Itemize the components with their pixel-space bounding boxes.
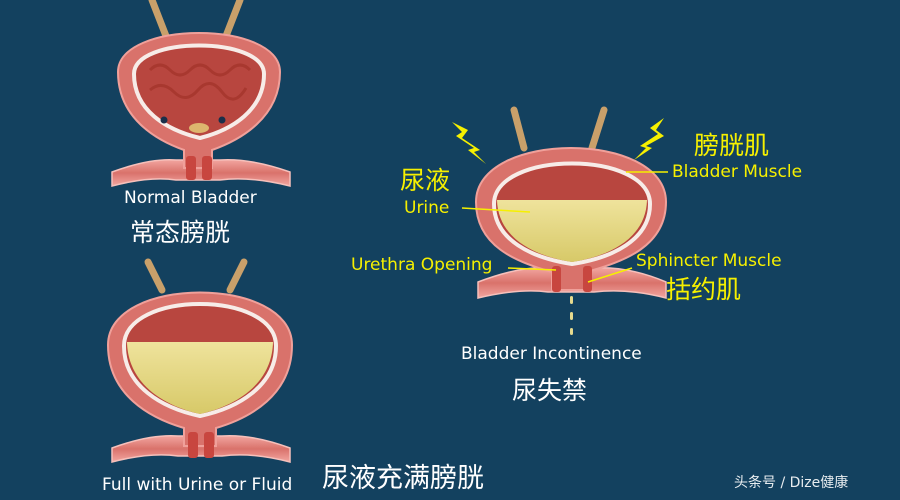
ureter-right xyxy=(588,106,608,152)
ureter-opening-left xyxy=(160,116,168,124)
ureter-left xyxy=(148,0,170,40)
urethra-opening-label: Urethra Opening xyxy=(351,255,493,275)
urine-label-en: Urine xyxy=(404,198,450,218)
leak-drop xyxy=(570,296,573,304)
ureter-left xyxy=(144,258,166,294)
full-bladder-caption-en: Full with Urine or Fluid xyxy=(102,475,293,495)
leader-sphincter xyxy=(587,267,633,283)
ureter-left xyxy=(510,106,528,152)
lightning-bolt-icon xyxy=(452,122,486,164)
sphincter-muscle xyxy=(188,432,198,458)
full-bladder-caption-cn: 尿液充满膀胱 xyxy=(322,463,484,494)
ureter-opening-right xyxy=(218,116,226,124)
sphincter-muscle xyxy=(186,156,196,180)
leader-urine xyxy=(461,207,531,213)
urine-fill xyxy=(127,342,273,414)
bladder-muscle-label-cn: 膀胱肌 xyxy=(694,131,770,160)
normal-bladder-diagram xyxy=(111,0,291,187)
lightning-bolt-icon xyxy=(634,118,664,160)
incontinence-caption-cn: 尿失禁 xyxy=(512,376,588,405)
normal-bladder-caption-en: Normal Bladder xyxy=(124,188,257,208)
leader-urethra xyxy=(507,267,557,271)
sphincter-muscle-label-en: Sphincter Muscle xyxy=(636,251,782,271)
sphincter-muscle-label-cn: 括约肌 xyxy=(666,275,742,304)
sphincter-muscle xyxy=(552,266,561,292)
ureter-right xyxy=(226,258,248,294)
watermark-text: 头条号 / Dize健康 xyxy=(734,475,849,491)
incontinence-bladder-diagram xyxy=(452,106,668,335)
incontinence-caption-en: Bladder Incontinence xyxy=(461,344,642,364)
normal-bladder-caption-cn: 常态膀胱 xyxy=(130,218,231,247)
ureter-right xyxy=(222,0,244,40)
urine-fill xyxy=(497,200,647,262)
full-bladder-diagram xyxy=(106,258,294,463)
bladder-muscle-label-en: Bladder Muscle xyxy=(672,162,803,182)
leak-drop xyxy=(570,328,573,335)
urethra-tube xyxy=(111,435,291,463)
urine-label-cn: 尿液 xyxy=(400,166,451,195)
urethra-tube xyxy=(111,159,291,187)
leak-drop xyxy=(570,312,573,320)
